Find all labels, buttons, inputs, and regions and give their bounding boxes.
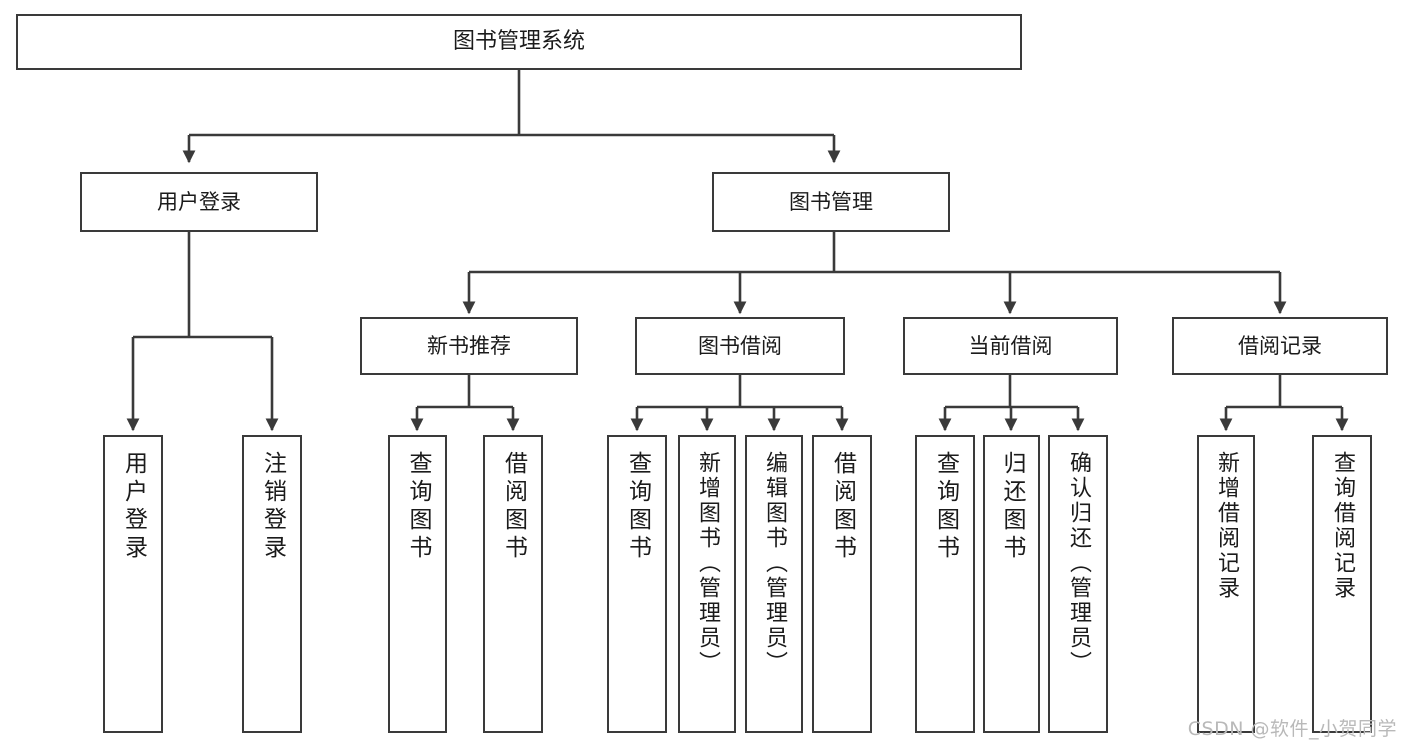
leaf-record-query-record[interactable]: 查询借阅记录	[1312, 435, 1372, 733]
node-label: 新增借阅记录	[1214, 451, 1239, 601]
node-label: 图书管理	[789, 189, 873, 214]
node-label: 借阅记录	[1238, 333, 1322, 358]
node-new-book-recommend[interactable]: 新书推荐	[360, 317, 578, 375]
node-root-system[interactable]: 图书管理系统	[16, 14, 1022, 70]
leaf-borrow-edit-book-admin[interactable]: 编辑图书（管理员）	[745, 435, 803, 733]
node-label: 查询图书	[405, 451, 431, 563]
node-label: 用户登录	[120, 451, 147, 563]
leaf-current-return-book[interactable]: 归还图书	[983, 435, 1040, 733]
watermark-text: CSDN @软件_小贺同学	[1187, 718, 1397, 740]
node-label: 新增图书（管理员）	[695, 451, 720, 676]
leaf-borrow-query-book[interactable]: 查询图书	[607, 435, 667, 733]
node-label: 注销登录	[259, 451, 286, 563]
node-label: 确认归还（管理员）	[1066, 451, 1091, 676]
leaf-recommend-query-book[interactable]: 查询图书	[388, 435, 447, 733]
leaf-borrow-borrow-book[interactable]: 借阅图书	[812, 435, 872, 733]
node-borrow-record[interactable]: 借阅记录	[1172, 317, 1388, 375]
node-label: 归还图书	[999, 451, 1025, 563]
node-label: 查询图书	[932, 451, 959, 563]
node-label: 用户登录	[157, 189, 241, 214]
node-label: 新书推荐	[427, 333, 511, 358]
node-user-login[interactable]: 用户登录	[80, 172, 318, 232]
node-label: 当前借阅	[968, 333, 1053, 358]
node-label: 借阅图书	[500, 451, 527, 563]
node-label: 查询借阅记录	[1330, 451, 1355, 601]
leaf-current-query-book[interactable]: 查询图书	[915, 435, 975, 733]
node-label: 查询图书	[624, 451, 651, 563]
leaf-user-login-logout[interactable]: 注销登录	[242, 435, 302, 733]
leaf-user-login-login[interactable]: 用户登录	[103, 435, 163, 733]
leaf-record-add-record[interactable]: 新增借阅记录	[1197, 435, 1255, 733]
node-label: 编辑图书（管理员）	[762, 451, 787, 676]
node-current-borrow[interactable]: 当前借阅	[903, 317, 1118, 375]
node-label: 图书管理系统	[452, 29, 585, 55]
node-book-management[interactable]: 图书管理	[712, 172, 950, 232]
node-label: 借阅图书	[829, 451, 856, 563]
node-book-borrow[interactable]: 图书借阅	[635, 317, 845, 375]
node-label: 图书借阅	[698, 333, 782, 358]
leaf-current-confirm-return-admin[interactable]: 确认归还（管理员）	[1048, 435, 1108, 733]
leaf-recommend-borrow-book[interactable]: 借阅图书	[483, 435, 543, 733]
leaf-borrow-add-book-admin[interactable]: 新增图书（管理员）	[678, 435, 736, 733]
